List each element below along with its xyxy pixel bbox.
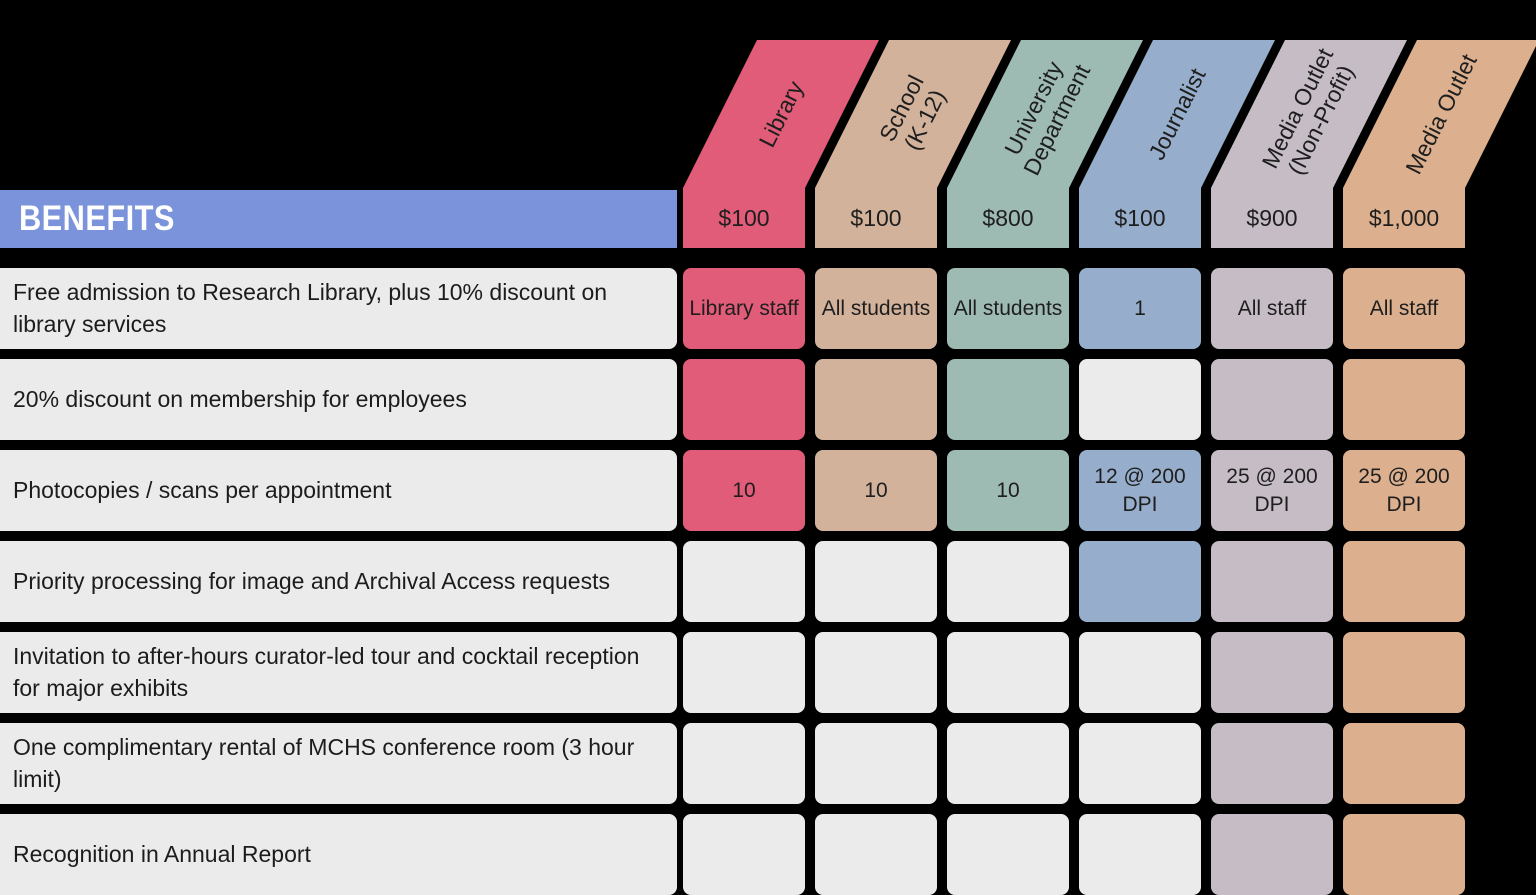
benefit-cell <box>815 632 937 713</box>
benefit-cell: Library staff <box>683 268 805 349</box>
column-ribbon-school: School (K-12) $100 <box>815 40 1011 248</box>
column-price: $800 <box>982 205 1033 231</box>
ribbon-shape <box>683 40 879 248</box>
benefit-cell <box>947 723 1069 804</box>
benefit-cell <box>1211 359 1333 440</box>
benefit-cell: All students <box>947 268 1069 349</box>
ribbon-shape <box>947 40 1143 248</box>
column-price: $100 <box>1114 205 1165 231</box>
column-ribbon-media-outlet: Media Outlet $1,000 <box>1343 40 1536 248</box>
ribbon-shape <box>815 40 1011 248</box>
benefits-header-bar: BENEFITS <box>0 190 677 248</box>
benefit-label: Invitation to after-hours curator-led to… <box>0 632 677 713</box>
benefit-cell <box>683 632 805 713</box>
benefit-cell <box>1079 723 1201 804</box>
benefit-cell: 25 @ 200 DPI <box>1343 450 1465 531</box>
column-price: $900 <box>1246 205 1297 231</box>
ribbon-shape <box>1211 40 1407 248</box>
benefit-cell <box>947 359 1069 440</box>
benefit-cell <box>815 541 937 622</box>
benefit-cell <box>683 541 805 622</box>
benefit-cell <box>947 814 1069 895</box>
benefit-label: Photocopies / scans per appointment <box>0 450 677 531</box>
column-price: $1,000 <box>1369 205 1439 231</box>
column-ribbon-library: Library $100 <box>683 40 879 248</box>
benefit-label: One complimentary rental of MCHS confere… <box>0 723 677 804</box>
benefit-label: 20% discount on membership for employees <box>0 359 677 440</box>
benefit-cell <box>815 814 937 895</box>
benefit-cell <box>683 814 805 895</box>
column-price: $100 <box>718 205 769 231</box>
benefit-label: Priority processing for image and Archiv… <box>0 541 677 622</box>
benefit-cell <box>1211 541 1333 622</box>
benefit-cell: All staff <box>1343 268 1465 349</box>
benefit-cell <box>1079 359 1201 440</box>
benefit-cell: 12 @ 200 DPI <box>1079 450 1201 531</box>
benefits-table: Free admission to Research Library, plus… <box>0 268 1536 895</box>
benefit-cell <box>1343 814 1465 895</box>
benefit-cell: All students <box>815 268 937 349</box>
benefit-cell <box>1211 814 1333 895</box>
benefit-cell: 10 <box>947 450 1069 531</box>
benefit-cell <box>683 723 805 804</box>
benefit-label: Free admission to Research Library, plus… <box>0 268 677 349</box>
benefit-cell <box>1211 723 1333 804</box>
benefit-cell <box>1343 359 1465 440</box>
benefit-cell: 10 <box>815 450 937 531</box>
benefit-cell <box>1343 723 1465 804</box>
column-ribbon-media-outlet-non-profit: Media Outlet (Non-Profit) $900 <box>1211 40 1407 248</box>
benefit-cell <box>1343 632 1465 713</box>
benefit-cell <box>947 541 1069 622</box>
benefits-title: BENEFITS <box>19 199 175 238</box>
benefit-cell <box>815 359 937 440</box>
benefit-cell: 1 <box>1079 268 1201 349</box>
benefit-cell <box>947 632 1069 713</box>
benefit-cell: 10 <box>683 450 805 531</box>
benefit-cell: All staff <box>1211 268 1333 349</box>
benefit-cell <box>1079 632 1201 713</box>
benefit-cell <box>815 723 937 804</box>
column-ribbon-university-department: University Department $800 <box>947 40 1143 248</box>
benefit-cell <box>1079 814 1201 895</box>
ribbon-shape <box>1079 40 1275 248</box>
benefit-cell <box>1211 632 1333 713</box>
column-ribbons: Library $100 School (K-12) $100 Universi… <box>683 40 1536 248</box>
benefit-cell <box>1343 541 1465 622</box>
column-price: $100 <box>850 205 901 231</box>
benefit-label: Recognition in Annual Report <box>0 814 677 895</box>
benefit-cell <box>1079 541 1201 622</box>
benefit-cell: 25 @ 200 DPI <box>1211 450 1333 531</box>
benefit-cell <box>683 359 805 440</box>
column-ribbon-journalist: Journalist $100 <box>1079 40 1275 248</box>
ribbon-shape <box>1343 40 1536 248</box>
